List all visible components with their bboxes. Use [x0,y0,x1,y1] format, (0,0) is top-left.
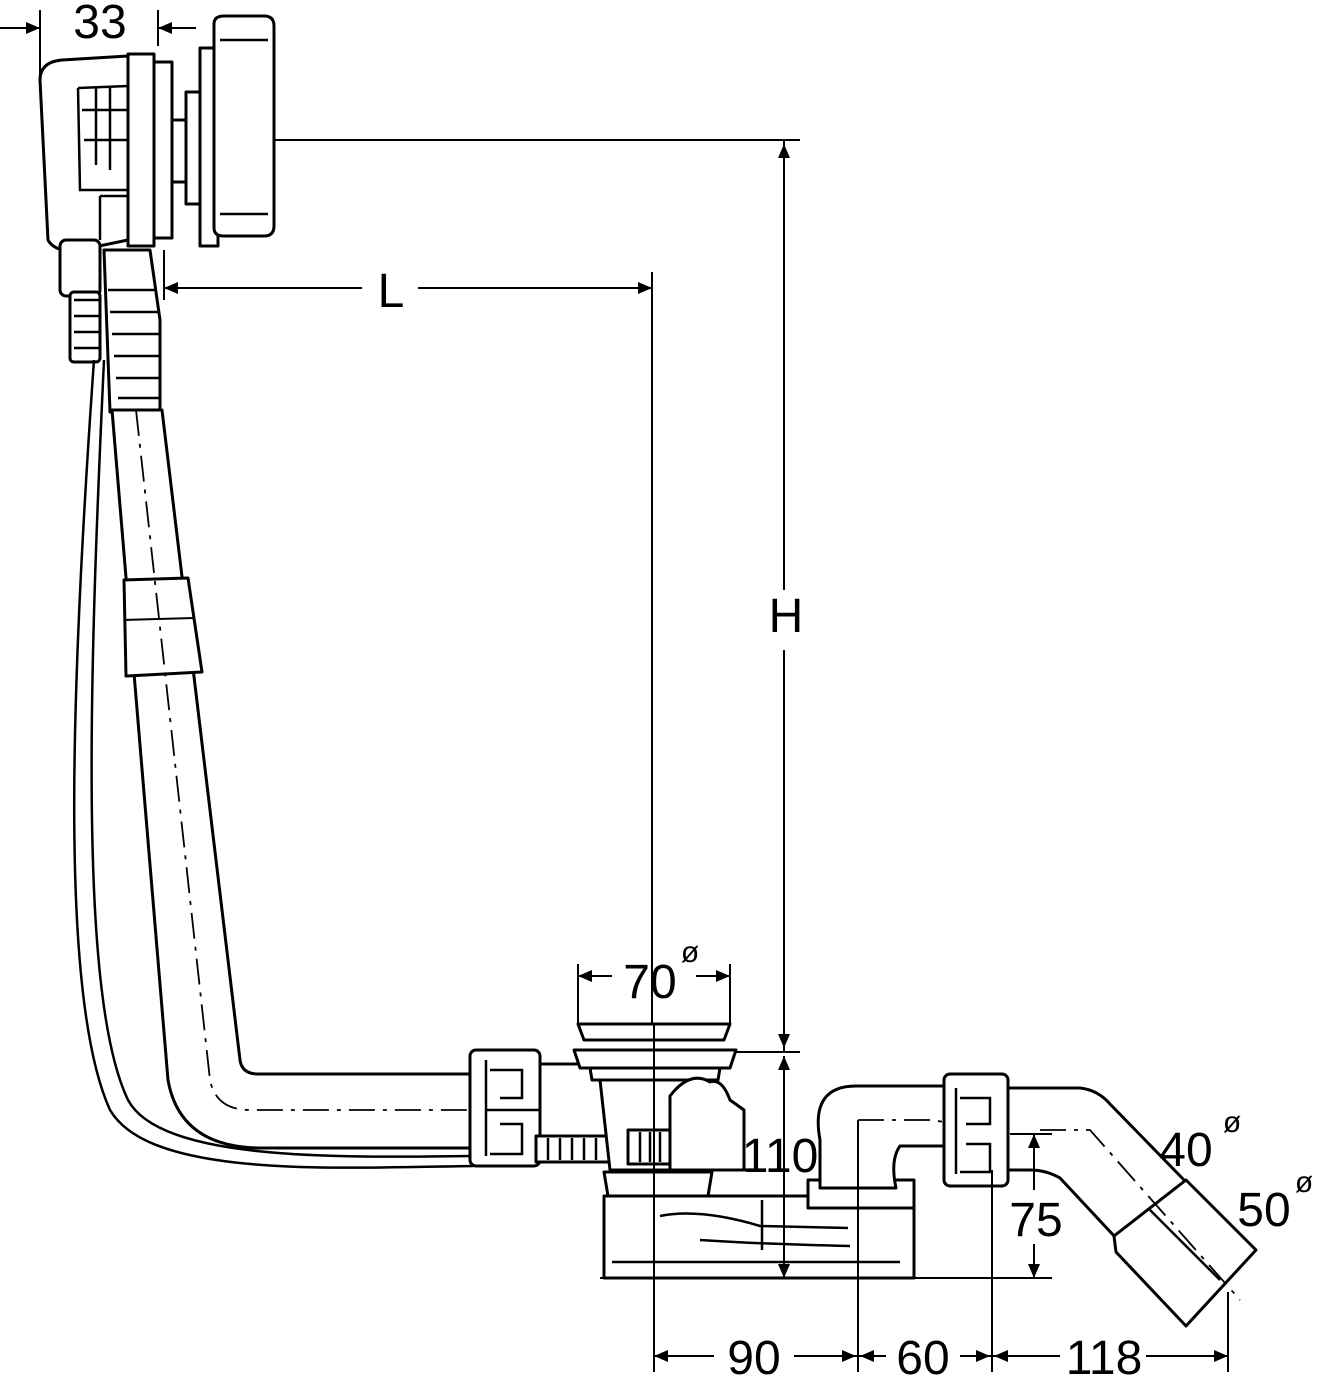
dim-70-label: 70 [623,956,676,1009]
trap [816,1072,1010,1190]
dim-50-diameter-symbol: ø [1295,1166,1313,1199]
dim-118-label: 118 [1066,1332,1143,1380]
dim-110-label: 110 [742,1130,819,1183]
dim-l-label: L [378,265,405,318]
dim-40-label: 40 [1159,1124,1212,1177]
dimension-lines [0,10,1229,1372]
overflow-pipe [72,359,476,1169]
dim-70-diameter-symbol: ø [681,936,699,969]
dim-33-label: 33 [73,0,126,49]
dim-h-label: H [769,590,804,643]
overflow-connector [58,238,162,414]
outlet-elbow [1006,1086,1258,1328]
dim-75-label: 75 [1009,1194,1062,1247]
dim-40-diameter-symbol: ø [1223,1106,1241,1139]
dim-50-label: 50 [1237,1184,1290,1237]
dim-90-label: 90 [727,1332,780,1380]
dim-60-label: 60 [896,1332,949,1380]
waste-outlet [572,1022,916,1280]
overflow-head [38,14,276,252]
